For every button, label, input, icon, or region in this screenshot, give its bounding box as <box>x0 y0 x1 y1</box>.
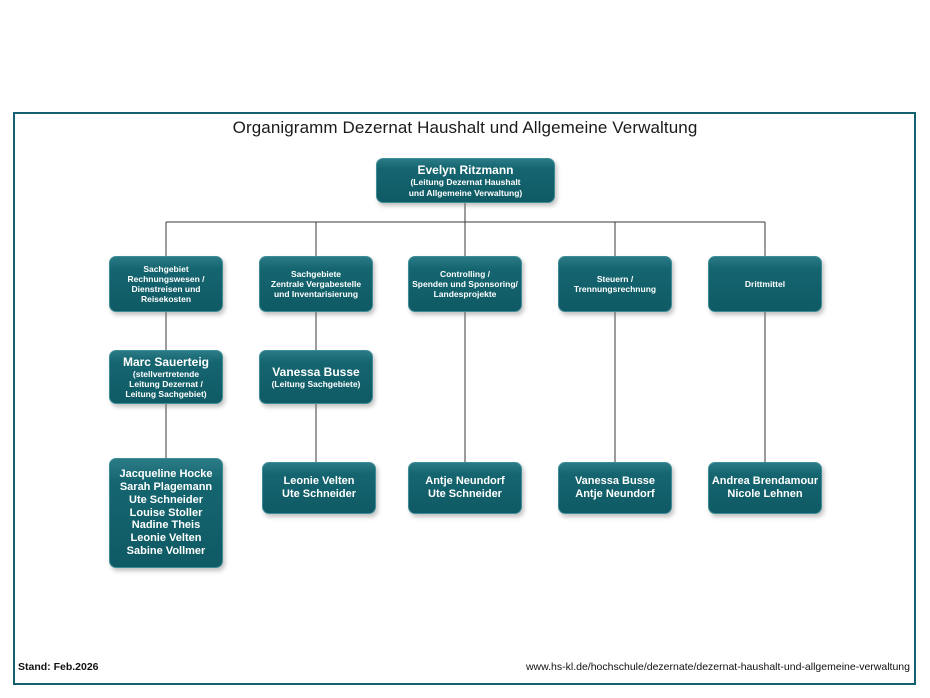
node-lead-2[interactable]: Vanessa Busse (Leitung Sachgebiete) <box>259 350 373 404</box>
root-role-line2: und Allgemeine Verwaltung) <box>408 187 523 198</box>
unit-2-line2: Zentrale Vergabestelle <box>270 278 362 289</box>
staff-name: Vanessa Busse <box>574 475 656 488</box>
staff-name: Sabine Vollmer <box>126 545 206 558</box>
root-name: Evelyn Ritzmann <box>417 163 514 178</box>
staff-name: Leonie Velten <box>283 475 355 488</box>
unit-5-line1: Drittmittel <box>744 278 786 289</box>
unit-3-line2: Spenden und Sponsoring/ <box>412 278 518 289</box>
unit-1-line2: Rechnungswesen / <box>127 273 205 284</box>
lead-1-name: Marc Sauerteig <box>122 354 210 369</box>
unit-1-line3: Dienstreisen und <box>131 284 201 294</box>
staff-3-names: Antje Neundorf Ute Schneider <box>425 475 504 501</box>
lead-2-name: Vanessa Busse <box>272 364 360 379</box>
unit-4-line1: Steuern / <box>596 273 634 284</box>
staff-2-names: Leonie Velten Ute Schneider <box>282 475 356 501</box>
node-staff-5[interactable]: Andrea Brendamour Nicole Lehnen <box>708 462 822 514</box>
node-unit-5[interactable]: Drittmittel <box>708 256 822 312</box>
staff-5-names: Andrea Brendamour Nicole Lehnen <box>712 475 818 501</box>
staff-name: Nadine Theis <box>131 519 201 532</box>
lead-1-role-line2: Leitung Dezernat / <box>129 378 203 389</box>
unit-2-line1: Sachgebiete <box>290 268 342 279</box>
node-unit-3[interactable]: Controlling / Spenden und Sponsoring/ La… <box>408 256 522 312</box>
staff-name: Louise Stoller <box>129 506 203 519</box>
page-title: Organigramm Dezernat Haushalt und Allgem… <box>232 118 698 137</box>
staff-name: Ute Schneider <box>282 488 356 500</box>
node-unit-1[interactable]: Sachgebiet Rechnungswesen / Dienstreisen… <box>109 256 223 312</box>
node-staff-3[interactable]: Antje Neundorf Ute Schneider <box>408 462 522 514</box>
staff-name: Ute Schneider <box>428 488 502 500</box>
unit-1-line4: Reisekosten <box>140 294 192 305</box>
source-url: www.hs-kl.de/hochschule/dezernate/dezern… <box>525 661 910 673</box>
lead-1-role-line3: Leitung Sachgebiet) <box>125 389 207 400</box>
node-lead-1[interactable]: Marc Sauerteig (stellvertretende Leitung… <box>109 350 223 404</box>
lead-1-role-line1: (stellvertretende <box>132 368 200 379</box>
node-unit-2[interactable]: Sachgebiete Zentrale Vergabestelle und I… <box>259 256 373 312</box>
staff-name: Jacqueline Hocke <box>119 467 213 480</box>
staff-name: Leonie Velten <box>130 532 202 545</box>
unit-3-line3: Landesprojekte <box>433 289 497 299</box>
staff-4-names: Vanessa Busse Antje Neundorf <box>575 475 655 501</box>
staff-name: Antje Neundorf <box>575 488 655 500</box>
staff-name: Andrea Brendamour <box>711 475 819 488</box>
unit-4-line2: Trennungsrechnung <box>573 284 657 294</box>
staff-name: Ute Schneider <box>129 493 203 506</box>
unit-3-line1: Controlling / <box>439 268 491 279</box>
staff-name: Antje Neundorf <box>425 475 505 488</box>
node-root[interactable]: Evelyn Ritzmann (Leitung Dezernat Hausha… <box>376 158 555 203</box>
lead-2-role-line1: (Leitung Sachgebiete) <box>271 378 361 389</box>
staff-name: Sarah Plagemann <box>119 480 213 493</box>
unit-2-line3: und Inventarisierung <box>273 289 359 299</box>
node-staff-1[interactable]: Jacqueline Hocke Sarah Plagemann Ute Sch… <box>109 458 223 568</box>
node-staff-2[interactable]: Leonie Velten Ute Schneider <box>262 462 376 514</box>
unit-1-line1: Sachgebiet <box>143 263 189 274</box>
status-date: Stand: Feb.2026 <box>18 661 99 673</box>
node-staff-4[interactable]: Vanessa Busse Antje Neundorf <box>558 462 672 514</box>
root-role-line1: (Leitung Dezernat Haushalt <box>410 177 521 188</box>
staff-1-names: Jacqueline Hocke Sarah Plagemann Ute Sch… <box>120 468 213 559</box>
node-unit-4[interactable]: Steuern / Trennungsrechnung <box>558 256 672 312</box>
staff-name: Nicole Lehnen <box>727 488 803 500</box>
